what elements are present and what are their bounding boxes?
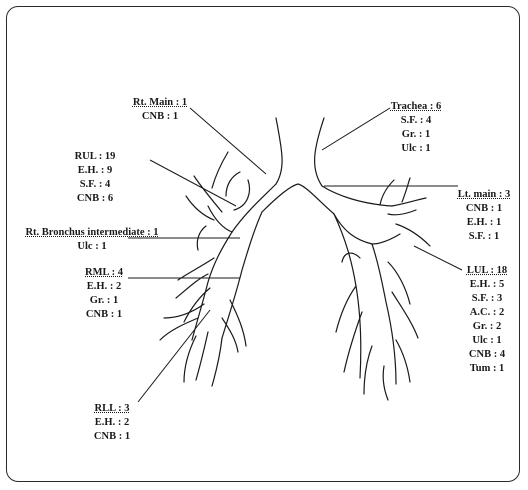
rll-eh: E.H. : 2	[80, 416, 144, 430]
rul-title: RUL : 19	[66, 150, 124, 164]
right-middle-lobe	[178, 258, 214, 280]
trachea-label: Trachea : 6 S.F. : 4 Gr. : 1 Ulc : 1	[386, 100, 446, 156]
left-upper-lobe	[380, 180, 394, 205]
trachea-ulc: Ulc : 1	[386, 142, 446, 156]
rul-sf: S.F. : 4	[66, 178, 124, 192]
left-upper-lobe	[388, 210, 416, 215]
rul-eh: E.H. : 9	[66, 164, 124, 178]
lul-ac: A.C. : 2	[460, 306, 514, 320]
rt-main-label: Rt. Main : 1 CNB : 1	[120, 96, 200, 124]
trachea-outline	[276, 118, 282, 184]
rll-cnb: CNB : 1	[80, 430, 144, 444]
rml-label: RML : 4 E.H. : 2 Gr. : 1 CNB : 1	[76, 266, 132, 322]
lt-main-cnb: CNB : 1	[452, 202, 516, 216]
rml-cnb: CNB : 1	[76, 308, 132, 322]
lul-title: LUL : 18	[460, 264, 514, 278]
lt-main-sf: S.F. : 1	[452, 230, 516, 244]
lt-main-eh: E.H. : 1	[452, 216, 516, 230]
left-lower-lobe	[336, 286, 356, 332]
rul-cnb: CNB : 6	[66, 192, 124, 206]
lul-gr: Gr. : 2	[460, 320, 514, 334]
rt-main-cnb: CNB : 1	[120, 110, 200, 124]
right-upper-lobe	[212, 152, 228, 188]
right-lower-lobe	[196, 332, 208, 380]
lt-main-title: Lt. main : 3	[452, 188, 516, 202]
left-lower-lobe	[344, 312, 362, 372]
rt-main-title: Rt. Main : 1	[120, 96, 200, 110]
rt-bronchus-ulc: Ulc : 1	[8, 240, 176, 254]
left-lower-lobe	[392, 292, 418, 338]
left-lower-lobe	[364, 346, 372, 394]
lul-eh: E.H. : 5	[460, 278, 514, 292]
right-upper-lobe	[186, 196, 214, 220]
rt-bronchus-title: Rt. Bronchus intermediate : 1	[8, 226, 176, 240]
rll-leader	[138, 310, 210, 402]
right-lower-lobe	[212, 338, 222, 386]
lul-sf: S.F. : 3	[460, 292, 514, 306]
trachea-leader	[322, 108, 390, 150]
rll-title: RLL : 3	[80, 402, 144, 416]
trachea-gr: Gr. : 1	[386, 128, 446, 142]
trachea-title: Trachea : 6	[386, 100, 446, 114]
left-lower-lobe	[383, 366, 388, 400]
lul-label: LUL : 18 E.H. : 5 S.F. : 3 A.C. : 2 Gr. …	[460, 264, 514, 376]
right-lower-lobe	[230, 300, 246, 346]
rt-bronchus-label: Rt. Bronchus intermediate : 1 Ulc : 1	[8, 226, 176, 254]
right-middle-lobe	[184, 288, 210, 322]
left-upper-lobe	[392, 198, 426, 206]
left-lower-lobe	[372, 244, 396, 384]
right-lower-lobe	[222, 318, 238, 352]
rul-label: RUL : 19 E.H. : 9 S.F. : 4 CNB : 6	[66, 150, 124, 206]
lul-ulc: Ulc : 1	[460, 334, 514, 348]
right-lower-lobe	[184, 336, 196, 382]
carina-outline	[322, 186, 392, 206]
left-upper-lobe	[402, 178, 410, 202]
rml-title: RML : 4	[76, 266, 132, 280]
left-lower-lobe	[388, 262, 410, 304]
right-lower-lobe	[164, 304, 204, 318]
right-upper-lobe	[234, 180, 249, 210]
rt-main-leader	[190, 108, 266, 174]
trachea-outline	[315, 118, 324, 186]
right-upper-lobe	[226, 172, 240, 196]
left-lower-lobe	[396, 340, 410, 382]
left-upper-lobe	[372, 234, 400, 244]
right-bronchus	[222, 212, 262, 338]
lul-tum: Tum : 1	[460, 362, 514, 376]
trachea-sf: S.F. : 4	[386, 114, 446, 128]
left-upper-lobe	[396, 224, 430, 246]
rml-gr: Gr. : 1	[76, 294, 132, 308]
lt-main-label: Lt. main : 3 CNB : 1 E.H. : 1 S.F. : 1	[452, 188, 516, 244]
lul-leader	[414, 246, 462, 270]
left-main-bronchus	[334, 214, 372, 244]
lul-cnb: CNB : 4	[460, 348, 514, 362]
rul-leader	[150, 160, 236, 206]
rml-eh: E.H. : 2	[76, 280, 132, 294]
carina-outline	[262, 184, 334, 214]
rll-label: RLL : 3 E.H. : 2 CNB : 1	[80, 402, 144, 444]
